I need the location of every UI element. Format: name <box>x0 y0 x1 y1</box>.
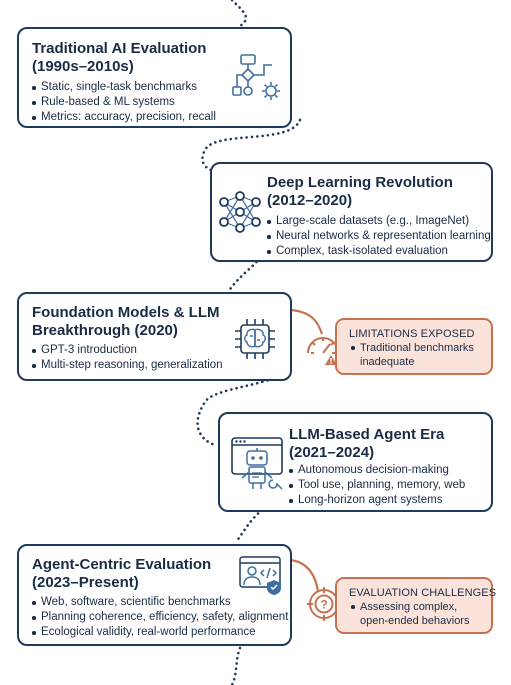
bullet: Ecological validity, real-world performa… <box>32 625 288 640</box>
brain-chip-icon <box>235 319 275 359</box>
bullet: Autonomous decision-making <box>289 463 465 478</box>
stage-bullets: Large-scale datasets (e.g., ImageNet) Ne… <box>267 214 491 259</box>
bullet: Metrics: accuracy, precision, recall <box>32 110 216 125</box>
bullet: Rule-based & ML systems <box>32 95 216 110</box>
bullet: Long-horizon agent systems <box>289 493 465 508</box>
stage-bullets: Autonomous decision-making Tool use, pla… <box>289 463 465 508</box>
stage-card-llm-agent-era: LLM-Based Agent Era (2021–2024) Autonomo… <box>218 412 493 512</box>
svg-text:?: ? <box>320 598 327 612</box>
callout-title: EVALUATION CHALLENGES <box>349 587 497 599</box>
neural-network-icon <box>219 191 261 233</box>
bullet: Planning coherence, efficiency, safety, … <box>32 610 288 625</box>
callout-bullets: Assessing complex, open-ended behaviors <box>351 600 469 628</box>
stage-title: Deep Learning Revolution (2012–2020) <box>267 174 453 210</box>
stage-title-line2: (2021–2024) <box>289 444 375 461</box>
callout-limitations-exposed: LIMITATIONS EXPOSED Traditional benchmar… <box>335 318 493 375</box>
callout-bullet-line1: Assessing complex, <box>360 601 458 613</box>
stage-title-line2: (2012–2020) <box>267 192 353 209</box>
stage-title-line1: Traditional AI Evaluation <box>32 40 207 57</box>
stage-title-line2: Breakthrough (2020) <box>32 322 178 339</box>
stage-card-traditional-ai: Traditional AI Evaluation (1990s–2010s) … <box>17 27 292 128</box>
bullet: Multi-step reasoning, generalization <box>32 358 223 373</box>
callout-bullet-line1: Traditional benchmarks <box>360 342 474 354</box>
stage-title: Foundation Models & LLM Breakthrough (20… <box>32 304 219 340</box>
callout-bullet-line2: inadequate <box>360 356 415 368</box>
robot-agent-icon <box>231 437 283 490</box>
stage-title-line1: Foundation Models & LLM <box>32 304 220 321</box>
bullet: Traditional benchmarks inadequate <box>351 341 474 369</box>
bullet: Complex, task-isolated evaluation <box>267 244 491 259</box>
callout-evaluation-challenges: EVALUATION CHALLENGES Assessing complex,… <box>335 577 497 634</box>
stage-title: LLM-Based Agent Era (2021–2024) <box>289 426 444 462</box>
stage-bullets: Web, software, scientific benchmarks Pla… <box>32 595 288 640</box>
stage-title-line1: Agent-Centric Evaluation <box>32 556 212 573</box>
stage-bullets: GPT-3 introduction Multi-step reasoning,… <box>32 343 223 373</box>
bullet: Tool use, planning, memory, web <box>289 478 465 493</box>
user-code-shield-icon <box>239 556 281 595</box>
stage-card-agent-centric: Agent-Centric Evaluation (2023–Present) … <box>17 544 292 646</box>
stage-title-line1: Deep Learning Revolution <box>267 174 453 191</box>
bullet: Large-scale datasets (e.g., ImageNet) <box>267 214 491 229</box>
callout-bullets: Traditional benchmarks inadequate <box>351 341 474 369</box>
callout-title: LIMITATIONS EXPOSED <box>349 328 475 340</box>
bullet: Web, software, scientific benchmarks <box>32 595 288 610</box>
stage-title-line1: LLM-Based Agent Era <box>289 426 445 443</box>
bullet: Static, single-task benchmarks <box>32 80 216 95</box>
callout-bullet-line2: open-ended behaviors <box>360 615 470 627</box>
bullet: Assessing complex, open-ended behaviors <box>351 600 469 628</box>
bullet: GPT-3 introduction <box>32 343 223 358</box>
stage-title: Agent-Centric Evaluation (2023–Present) <box>32 556 211 592</box>
bullet: Neural networks & representation learnin… <box>267 229 491 244</box>
stage-title-line2: (2023–Present) <box>32 574 139 591</box>
stage-card-deep-learning: Deep Learning Revolution (2012–2020) Lar… <box>210 162 493 262</box>
stage-title: Traditional AI Evaluation (1990s–2010s) <box>32 40 206 76</box>
stage-card-foundation-models: Foundation Models & LLM Breakthrough (20… <box>17 292 292 381</box>
stage-bullets: Static, single-task benchmarks Rule-base… <box>32 80 216 125</box>
flowchart-gear-icon <box>232 54 280 100</box>
stage-title-line2: (1990s–2010s) <box>32 58 134 75</box>
